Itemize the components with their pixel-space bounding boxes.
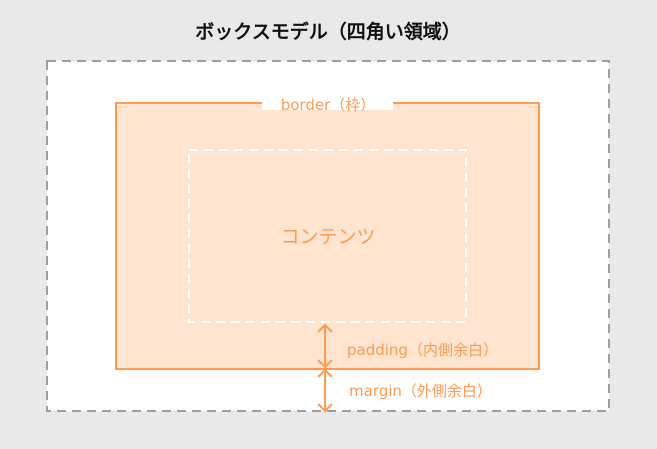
diagram-title: ボックスモデル（四角い領域） (195, 20, 460, 43)
content-box (188, 149, 467, 323)
border-label: border（枠） (281, 96, 376, 114)
margin-label: margin（外側余白） (349, 382, 492, 400)
border-label-gap (262, 96, 393, 110)
padding-arrow (317, 323, 333, 369)
content-label: コンテンツ (280, 226, 375, 248)
margin-arrow (317, 368, 333, 413)
border-box (115, 102, 540, 370)
padding-label: padding（内側余白） (347, 341, 498, 359)
